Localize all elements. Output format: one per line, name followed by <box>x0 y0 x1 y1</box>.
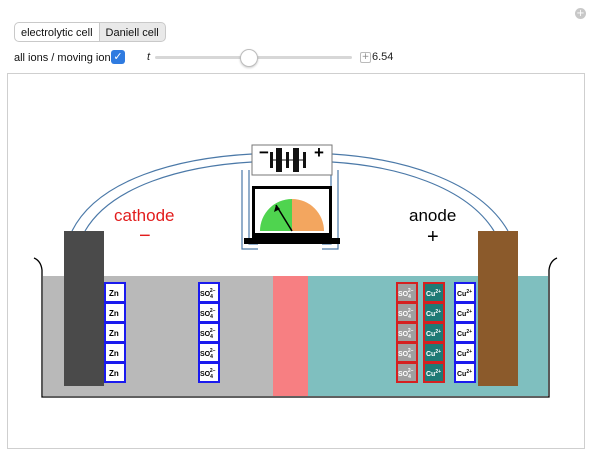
so4-ion: SO42− <box>396 302 418 323</box>
slider-expand-icon[interactable]: + <box>360 52 371 63</box>
cu-ion: Cu2+ <box>454 282 476 303</box>
svg-text:Cu2+: Cu2+ <box>426 289 441 298</box>
checkmark-icon: ✓ <box>113 50 123 63</box>
svg-text:Zn: Zn <box>109 309 119 318</box>
cu-ion: Cu2+ <box>423 322 445 343</box>
zn-ion: Zn <box>104 342 126 363</box>
zn-ion: Zn <box>104 322 126 343</box>
cu-ion: Cu2+ <box>454 342 476 363</box>
svg-text:SO42−: SO42− <box>398 288 414 300</box>
svg-text:Zn: Zn <box>109 349 119 358</box>
tab-daniell-cell[interactable]: Daniell cell <box>99 22 166 42</box>
battery-minus-sign: − <box>259 143 269 162</box>
cathode-sign: − <box>139 225 151 247</box>
svg-text:SO42−: SO42− <box>200 328 216 340</box>
salt-bridge <box>273 276 308 396</box>
svg-text:Cu2+: Cu2+ <box>457 329 472 338</box>
svg-text:SO42−: SO42− <box>200 288 216 300</box>
cu-ion: Cu2+ <box>423 342 445 363</box>
cathode-electrode <box>64 231 104 386</box>
zn-ion: Zn <box>104 282 126 303</box>
cu-ion: Cu2+ <box>454 362 476 383</box>
meter-green-zone <box>260 199 292 231</box>
so4-ion: SO42− <box>198 342 220 363</box>
svg-text:Cu2+: Cu2+ <box>457 309 472 318</box>
so4-ion: SO42− <box>198 302 220 323</box>
svg-text:SO42−: SO42− <box>200 308 216 320</box>
so4-ion: SO42− <box>198 282 220 303</box>
svg-text:SO42−: SO42− <box>398 348 414 360</box>
cu-ion: Cu2+ <box>423 302 445 323</box>
so4-ion: SO42− <box>396 362 418 383</box>
svg-text:Cu2+: Cu2+ <box>426 309 441 318</box>
beaker-outline <box>33 257 558 398</box>
cu-ion: Cu2+ <box>423 362 445 383</box>
time-slider-thumb[interactable] <box>239 49 258 67</box>
zn-ion: Zn <box>104 362 126 383</box>
so4-ion: SO42− <box>396 282 418 303</box>
tab-electrolytic-cell[interactable]: electrolytic cell <box>14 22 100 42</box>
svg-text:Cu2+: Cu2+ <box>426 329 441 338</box>
cu-ion: Cu2+ <box>454 302 476 323</box>
battery-plus-sign: + <box>314 143 324 162</box>
anode-label: anode <box>409 206 456 225</box>
so4-ion: SO42− <box>198 362 220 383</box>
plus-circle-icon[interactable]: + <box>575 8 586 19</box>
svg-text:Cu2+: Cu2+ <box>457 289 472 298</box>
time-slider-value: 6.54 <box>372 51 394 63</box>
zn-ion: Zn <box>104 302 126 323</box>
svg-text:Cu2+: Cu2+ <box>426 349 441 358</box>
so4-ion: SO42− <box>198 322 220 343</box>
svg-text:Cu2+: Cu2+ <box>457 349 472 358</box>
svg-text:SO42−: SO42− <box>200 348 216 360</box>
meter-orange-zone <box>292 199 324 231</box>
svg-text:SO42−: SO42− <box>398 328 414 340</box>
cu-ion: Cu2+ <box>454 322 476 343</box>
svg-text:Zn: Zn <box>109 369 119 378</box>
svg-text:Cu2+: Cu2+ <box>426 369 441 378</box>
cell-type-selector: electrolytic cell Daniell cell <box>14 22 166 42</box>
anode-sign: + <box>427 226 439 248</box>
svg-text:SO42−: SO42− <box>398 308 414 320</box>
ions-toggle-checkbox[interactable]: ✓ <box>111 50 125 64</box>
svg-text:SO42−: SO42− <box>200 368 216 380</box>
svg-text:Cu2+: Cu2+ <box>457 369 472 378</box>
so4-ion: SO42− <box>396 342 418 363</box>
voltmeter <box>244 186 340 244</box>
cu-ion: Cu2+ <box>423 282 445 303</box>
battery: − + <box>251 143 333 176</box>
so4-ion: SO42− <box>396 322 418 343</box>
time-slider-label: t <box>147 51 151 63</box>
svg-text:SO42−: SO42− <box>398 368 414 380</box>
svg-text:Zn: Zn <box>109 289 119 298</box>
cathode-label: cathode <box>114 206 175 225</box>
anode-electrode <box>478 231 518 386</box>
svg-text:Zn: Zn <box>109 329 119 338</box>
ions-toggle-label: all ions / moving ions <box>14 52 117 64</box>
